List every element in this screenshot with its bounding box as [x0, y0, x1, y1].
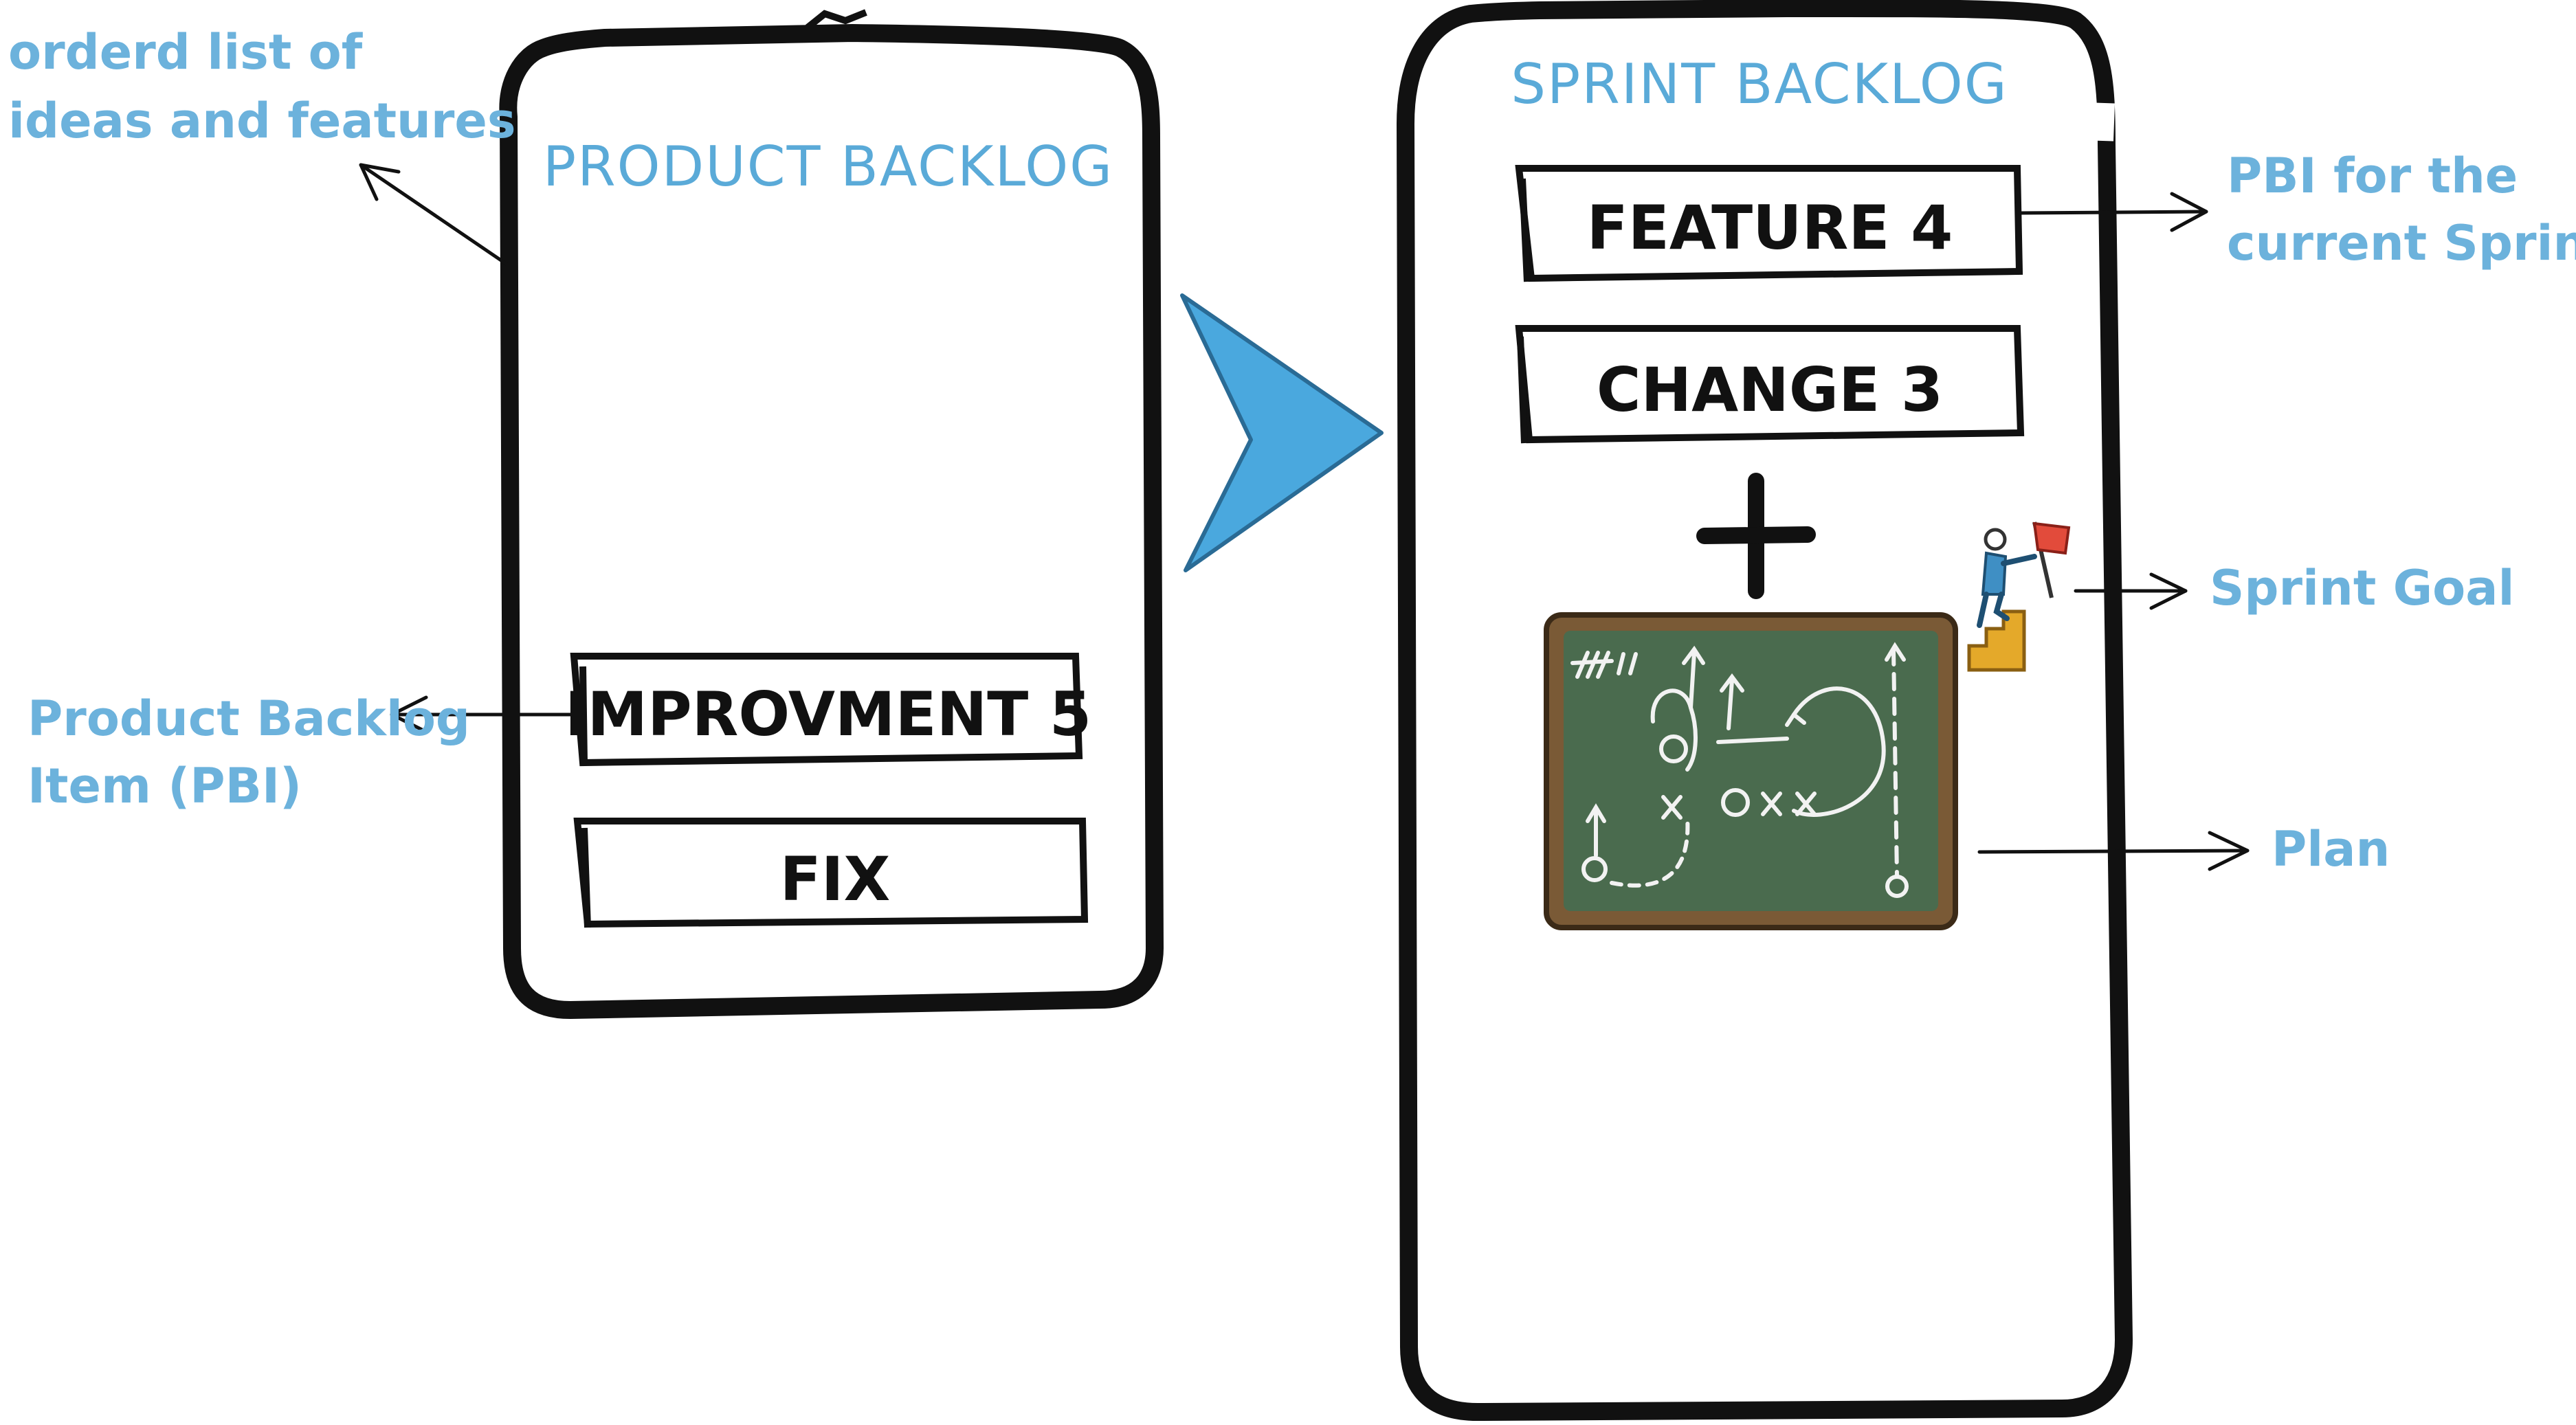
annotation-plan: Plan: [2272, 821, 2390, 877]
annotation-arrow-head: [2170, 192, 2208, 232]
annotation-current-sprint-line2: current Sprint: [2227, 215, 2576, 271]
sprint-item-label: FEATURE 4: [1587, 192, 1953, 263]
product-backlog-title: PRODUCT BACKLOG: [543, 135, 1113, 199]
annotation-arrow-head: [2208, 831, 2250, 871]
backlog-item-label: FIX: [780, 844, 891, 915]
annotation-arrow: [1977, 849, 2250, 854]
sprint-item-feature: FEATURE 4: [1515, 165, 2023, 282]
annotation-arrow-head: [2149, 572, 2188, 610]
sprint-item-change: CHANGE 3: [1515, 325, 2025, 444]
annotation-arrow: [359, 163, 509, 267]
flow-arrow-icon: [1180, 293, 1384, 572]
backlog-item-improvement: IMPROVMENT 5: [565, 653, 1091, 767]
chalkboard-plan-icon: [1544, 612, 1958, 930]
plus-icon: [1696, 473, 1816, 599]
sprint-backlog-frame: [1397, 0, 2133, 1421]
annotation-arrow: [2019, 210, 2208, 215]
product-backlog-frame: [499, 24, 1164, 1019]
annotation-arrow-head: [359, 163, 401, 201]
annotation-arrow-head: [390, 695, 428, 734]
sprint-backlog-title: SPRINT BACKLOG: [1511, 52, 2008, 116]
annotation-pbi-line2: Item (PBI): [27, 758, 302, 814]
backlog-item-fix: FIX: [573, 818, 1089, 928]
annotation-pbi-line1: Product Backlog: [27, 691, 470, 747]
annotation-ordered-list-line1: orderd list of: [8, 24, 364, 80]
sprint-goal-climber-icon: [1967, 521, 2071, 672]
annotation-current-sprint-line1: PBI for the: [2227, 148, 2518, 204]
annotation-ordered-list-line2: ideas and features: [8, 93, 516, 149]
product-backlog-panel: PRODUCT BACKLOG IMPROVMENT 5 FIX: [499, 9, 1164, 1019]
annotation-sprint-goal: Sprint Goal: [2210, 560, 2514, 616]
backlog-item-label: IMPROVMENT 5: [565, 679, 1091, 750]
sprint-item-label: CHANGE 3: [1597, 355, 1943, 425]
sprint-backlog-panel: SPRINT BACKLOG FEATURE 4 CHANGE 3: [1397, 0, 2133, 1421]
